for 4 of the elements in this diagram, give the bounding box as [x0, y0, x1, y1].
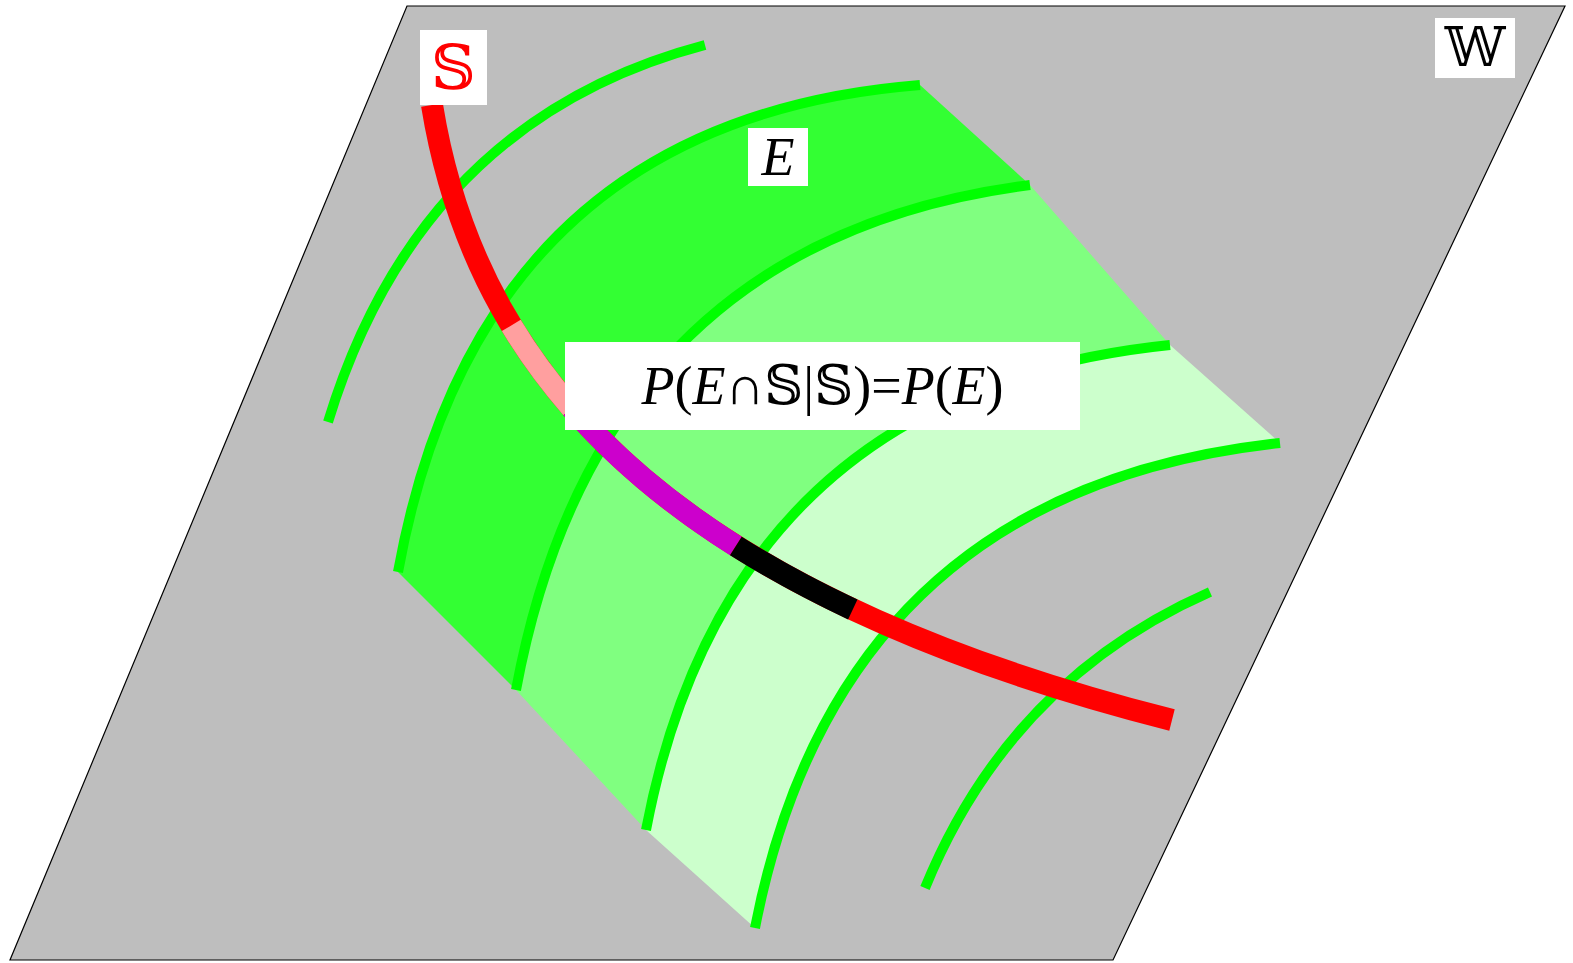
set-symbol-label: 𝕊 [420, 30, 487, 105]
space-symbol-label: 𝕎 [1435, 18, 1515, 78]
formula-label: P(E∩𝕊|𝕊)=P(E) [565, 342, 1080, 430]
event-label: E [748, 128, 808, 186]
